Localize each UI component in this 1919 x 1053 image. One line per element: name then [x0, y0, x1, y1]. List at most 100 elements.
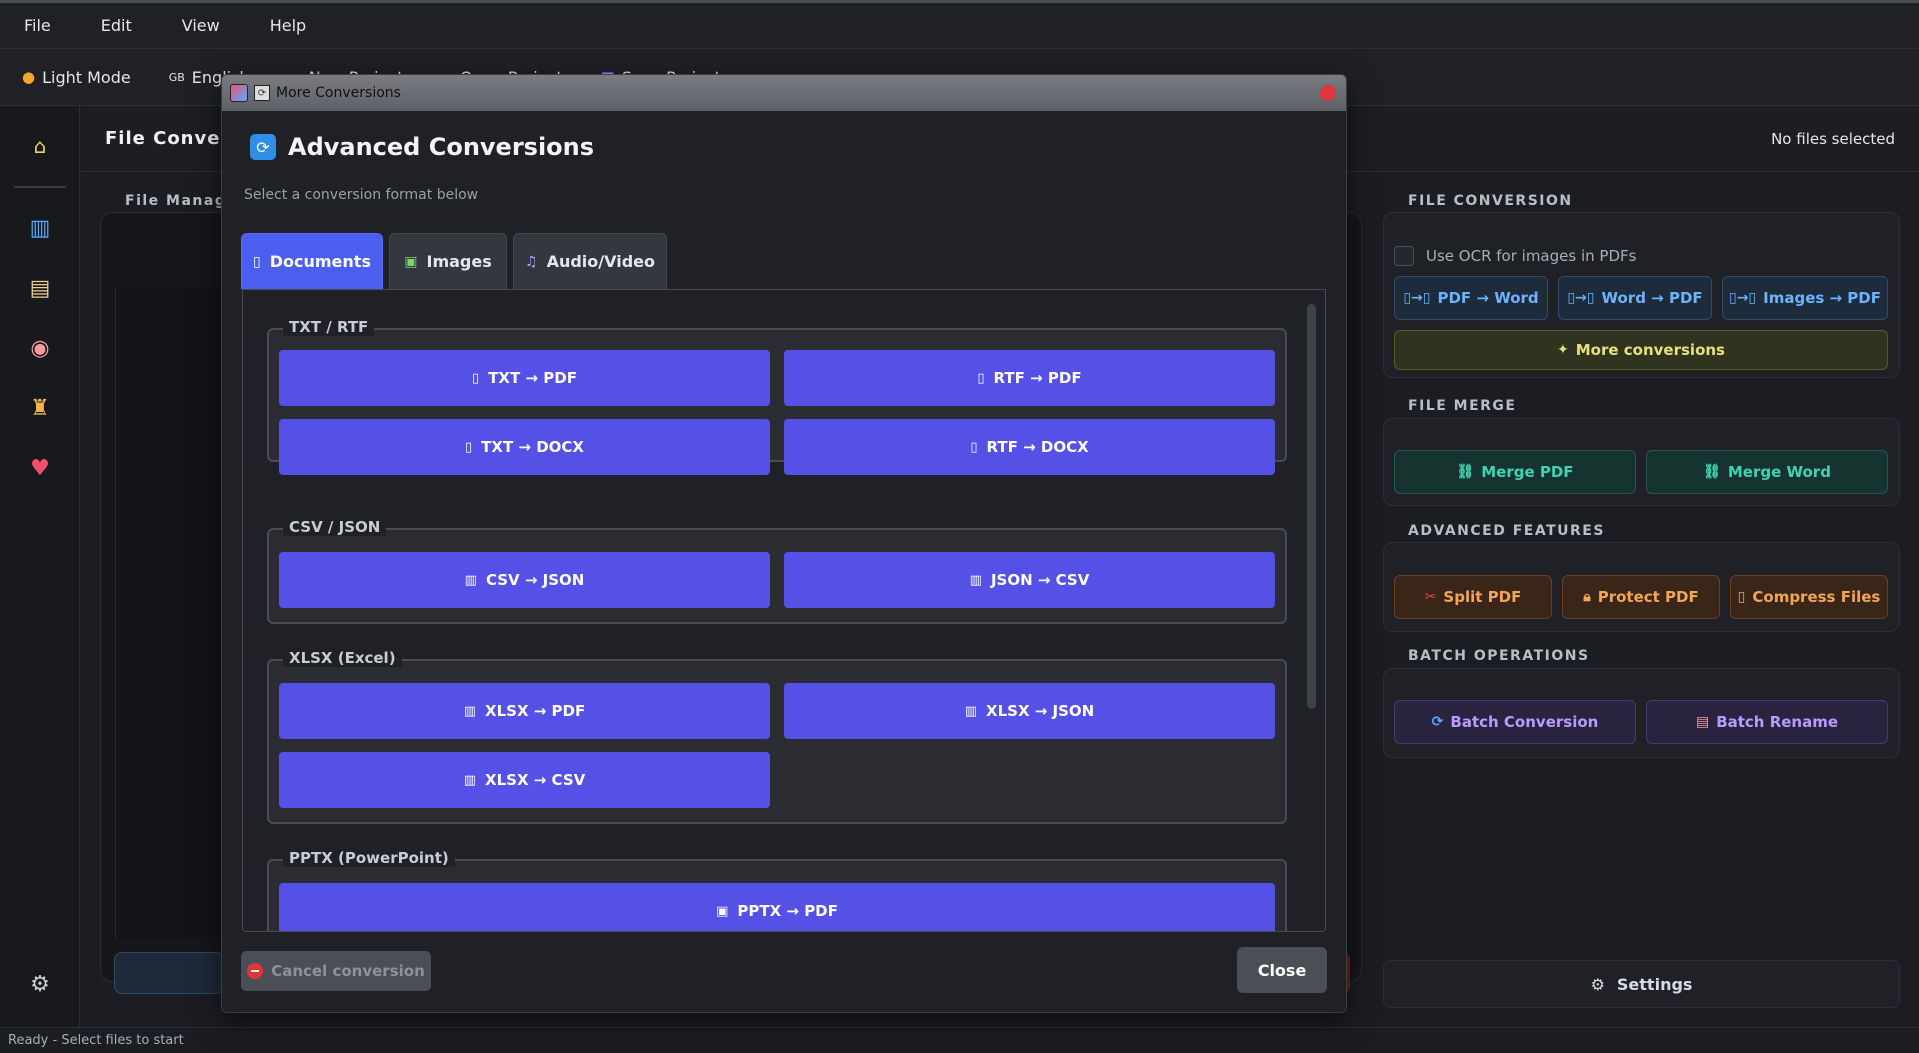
- ocr-label: Use OCR for images in PDFs: [1426, 247, 1637, 265]
- protect-pdf-button[interactable]: 🔒︎ Protect PDF: [1562, 575, 1720, 619]
- xlsx-to-csv-button[interactable]: ▥ XLSX → CSV: [279, 752, 770, 808]
- merge-word-button[interactable]: ⛓ Merge Word: [1646, 450, 1888, 494]
- button-label: RTF → DOCX: [986, 438, 1089, 456]
- compress-files-label: Compress Files: [1752, 588, 1881, 606]
- menu-file[interactable]: File: [24, 16, 51, 35]
- file-conversion-title: FILE CONVERSION: [1408, 193, 1573, 209]
- tab-audio-video[interactable]: ♫ Audio/Video: [513, 233, 667, 289]
- merge-pdf-label: Merge PDF: [1481, 463, 1574, 481]
- chart-icon: ▥: [463, 772, 477, 788]
- refresh-icon: ⟳: [250, 134, 276, 160]
- more-conversions-label: More conversions: [1575, 341, 1725, 359]
- menu-help[interactable]: Help: [269, 16, 307, 35]
- palette-icon[interactable]: ◉: [30, 335, 50, 361]
- menu-view[interactable]: View: [181, 16, 220, 35]
- split-pdf-button[interactable]: ✂ Split PDF: [1394, 575, 1552, 619]
- images-to-pdf-button[interactable]: ▯→▯ Images → PDF: [1722, 276, 1888, 320]
- convert-icon: ▯→▯: [1403, 290, 1431, 306]
- xlsx-to-json-button[interactable]: ▥ XLSX → JSON: [784, 683, 1275, 739]
- json-to-csv-button[interactable]: ▥ JSON → CSV: [784, 552, 1275, 608]
- app-icon: [230, 84, 248, 102]
- pdf-to-word-label: PDF → Word: [1437, 289, 1539, 307]
- left-sidebar: ⌂ ▥ ▤ ◉ ♜ ♥ ⚙: [0, 106, 80, 1027]
- settings-button[interactable]: ⚙ Settings: [1383, 960, 1900, 1008]
- clipboard-icon[interactable]: ▤: [29, 275, 51, 301]
- close-window-icon[interactable]: [1320, 85, 1336, 101]
- group-label: PPTX (PowerPoint): [283, 849, 455, 867]
- button-label: XLSX → CSV: [485, 771, 586, 789]
- txt-to-docx-button[interactable]: ▯ TXT → DOCX: [279, 419, 770, 475]
- lock-icon: 🔒︎: [1583, 589, 1591, 605]
- window-icon: ⟳: [254, 85, 270, 101]
- batch-conversion-button[interactable]: ⟳ Batch Conversion: [1394, 700, 1636, 744]
- compress-icon: ▯: [1737, 589, 1746, 605]
- flag-icon: GB: [168, 70, 185, 84]
- chart-icon[interactable]: ▥: [29, 215, 51, 241]
- tab-images[interactable]: ▣ Images: [389, 233, 507, 289]
- group-label: TXT / RTF: [283, 318, 375, 336]
- convert-icon: ▯→▯: [1728, 290, 1757, 306]
- status-bar: Ready - Select files to start: [0, 1027, 1919, 1053]
- more-conversions-button[interactable]: ✦ More conversions: [1394, 330, 1888, 370]
- document-icon: ▯: [472, 370, 480, 386]
- txt-to-pdf-button[interactable]: ▯ TXT → PDF: [279, 350, 770, 406]
- heart-icon[interactable]: ♥: [30, 455, 50, 481]
- convert-icon: ▯→▯: [1567, 290, 1595, 306]
- ocr-checkbox[interactable]: [1394, 246, 1414, 266]
- home-icon[interactable]: ⌂: [33, 134, 47, 158]
- group-label: XLSX (Excel): [283, 649, 402, 667]
- trophy-icon[interactable]: ♜: [30, 395, 50, 421]
- light-mode-label: Light Mode: [42, 67, 131, 87]
- chart-icon: ▥: [964, 703, 978, 719]
- tab-images-label: Images: [426, 252, 492, 271]
- tab-audio-video-label: Audio/Video: [546, 252, 655, 271]
- sidebar-divider: [14, 186, 66, 188]
- csv-to-json-button[interactable]: ▥ CSV → JSON: [279, 552, 770, 608]
- batch-operations-title: BATCH OPERATIONS: [1408, 648, 1590, 664]
- chart-icon: ▥: [463, 703, 477, 719]
- ocr-checkbox-row[interactable]: Use OCR for images in PDFs: [1394, 246, 1636, 266]
- tab-documents[interactable]: ▯ Documents: [241, 233, 383, 289]
- light-mode-button[interactable]: ● Light Mode: [22, 68, 131, 87]
- xlsx-to-pdf-button[interactable]: ▥ XLSX → PDF: [279, 683, 770, 739]
- settings-label: Settings: [1616, 974, 1693, 994]
- file-manager-title: File Manage: [125, 193, 238, 209]
- scissors-icon: ✂: [1424, 589, 1437, 605]
- button-label: JSON → CSV: [990, 571, 1090, 589]
- protect-pdf-label: Protect PDF: [1597, 588, 1699, 606]
- sun-icon: ●: [22, 68, 36, 86]
- batch-conversion-label: Batch Conversion: [1450, 713, 1599, 731]
- cancel-conversion-label: Cancel conversion: [271, 962, 425, 980]
- merge-pdf-button[interactable]: ⛓ Merge PDF: [1394, 450, 1636, 494]
- scrollbar[interactable]: [1307, 304, 1316, 709]
- file-manager-button[interactable]: [114, 952, 224, 994]
- images-to-pdf-label: Images → PDF: [1763, 289, 1882, 307]
- menu-edit[interactable]: Edit: [100, 16, 132, 35]
- gear-icon[interactable]: ⚙: [30, 971, 50, 997]
- compress-files-button[interactable]: ▯ Compress Files: [1730, 575, 1888, 619]
- dialog-heading-text: Advanced Conversions: [288, 133, 595, 161]
- cancel-conversion-button[interactable]: Cancel conversion: [241, 951, 431, 991]
- button-label: XLSX → PDF: [485, 702, 586, 720]
- dialog-titlebar[interactable]: ⟳ More Conversions: [222, 75, 1346, 111]
- dialog-subtitle: Select a conversion format below: [244, 187, 479, 203]
- word-to-pdf-button[interactable]: ▯→▯ Word → PDF: [1558, 276, 1712, 320]
- pptx-to-pdf-button[interactable]: ▣ PPTX → PDF: [279, 883, 1275, 931]
- file-status: No files selected: [1771, 130, 1895, 148]
- file-merge-title: FILE MERGE: [1408, 398, 1517, 414]
- batch-rename-button[interactable]: ▤ Batch Rename: [1646, 700, 1888, 744]
- rtf-to-docx-button[interactable]: ▯ RTF → DOCX: [784, 419, 1275, 475]
- pdf-to-word-button[interactable]: ▯→▯ PDF → Word: [1394, 276, 1548, 320]
- link-icon: ⛓: [1703, 464, 1721, 480]
- sparkle-icon: ✦: [1557, 342, 1569, 358]
- close-button[interactable]: Close: [1237, 947, 1327, 993]
- conversion-list[interactable]: TXT / RTF ▯ TXT → PDF ▯ RTF → PDF ▯ TXT …: [242, 289, 1326, 932]
- group-txt-rtf: TXT / RTF ▯ TXT → PDF ▯ RTF → PDF ▯ TXT …: [267, 318, 1287, 475]
- music-icon: ♫: [525, 253, 538, 270]
- group-csv-json: CSV / JSON ▥ CSV → JSON ▥ JSON → CSV: [267, 518, 1287, 624]
- rtf-to-pdf-button[interactable]: ▯ RTF → PDF: [784, 350, 1275, 406]
- document-icon: ▯: [977, 370, 985, 386]
- image-icon: ▣: [404, 253, 418, 270]
- more-conversions-dialog: ⟳ More Conversions ⟳ Advanced Conversion…: [221, 74, 1347, 1013]
- button-label: RTF → PDF: [993, 369, 1082, 387]
